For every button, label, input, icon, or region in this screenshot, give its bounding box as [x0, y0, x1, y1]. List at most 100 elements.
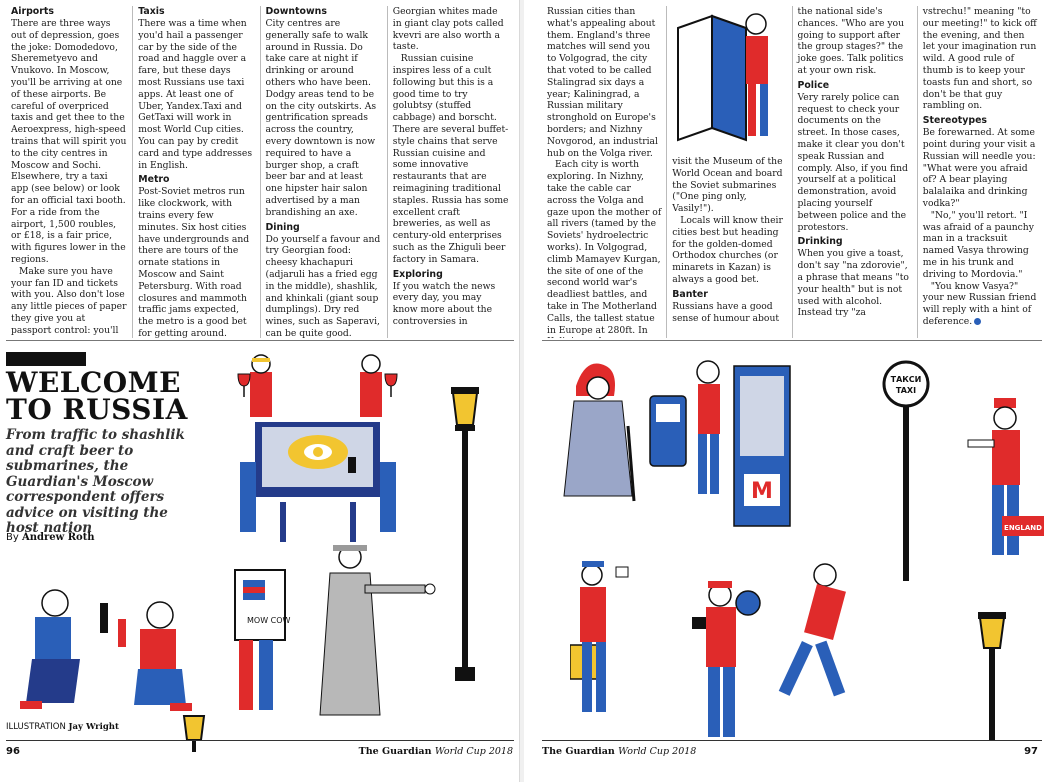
section-heading: Metro: [138, 174, 254, 186]
text-run: Banter: [672, 288, 708, 300]
tourists-illustration: [570, 561, 846, 737]
section-heading: Exploring: [393, 269, 509, 281]
body-paragraph: Russian cities than what's appealing abo…: [547, 6, 661, 159]
text-run: Russian cuisine inspires less of a cult …: [392, 53, 509, 265]
footer-rule: [6, 740, 514, 741]
reader-and-officer-illustration: MOW COW: [234, 545, 436, 716]
text-run: When you give a toast, don't say "na zdo…: [797, 248, 909, 319]
metro-logo: M: [751, 479, 773, 504]
text-run: visit the Museum of the World Ocean and …: [672, 156, 783, 215]
headline: WELCOME TO RUSSIA: [6, 366, 188, 426]
section-divider: [6, 340, 514, 341]
text-run: Post-Soviet metros run like clockwork, w…: [138, 186, 250, 338]
body-paragraph: If you watch the news every day, you may…: [393, 281, 509, 328]
text-column: Russian cities than what's appealing abo…: [542, 6, 668, 338]
section-heading: Banter: [672, 289, 786, 301]
diners-illustration: [237, 354, 398, 542]
taxi-sign-and-hitchhiker: ТАКСИ TAXI ENGLAND: [882, 360, 1044, 581]
grandmother-illustration: [563, 363, 636, 502]
england-flag-text: ENGLAND: [1004, 524, 1042, 532]
masthead-title: The Guardian: [542, 746, 615, 757]
body-paragraph: Post-Soviet metros run like clockwork, w…: [138, 186, 254, 338]
section-heading: Stereotypes: [923, 115, 1037, 127]
lamp-post: [451, 387, 479, 681]
byline: By Andrew Roth: [6, 532, 95, 543]
text-run: Dining: [265, 221, 300, 233]
byline-author: Andrew Roth: [21, 532, 95, 543]
section-heading: Airports: [11, 6, 127, 18]
byline-prefix: By: [6, 532, 19, 543]
page-number: 96: [6, 746, 20, 757]
text-run: There are three ways out of depression, …: [11, 18, 127, 265]
text-run: If you watch the news every day, you may…: [392, 280, 496, 327]
footer-rule: [542, 740, 1042, 741]
headline-line: WELCOME: [6, 366, 181, 399]
text-column: vstrechu!" meaning "to our meeting!" to …: [918, 6, 1042, 338]
section-divider: [542, 340, 1042, 341]
text-run: Police: [797, 79, 830, 91]
body-paragraph: When you give a toast, don't say "na zdo…: [798, 248, 912, 319]
metro-booth-illustration: M: [649, 360, 791, 527]
text-run: Taxis: [138, 6, 165, 17]
masthead-title: The Guardian: [358, 746, 432, 757]
text-run: Drinking: [797, 236, 843, 248]
body-paragraph: Very rarely police can request to check …: [798, 92, 912, 234]
text-run: Do yourself a favour and try Georgian fo…: [265, 233, 381, 338]
lamp-post-small: [182, 715, 206, 752]
body-paragraph: Do yourself a favour and try Georgian fo…: [266, 234, 382, 338]
text-run: "You know Vasya?" your new Russian frien…: [922, 280, 1037, 327]
map-text: MOW COW: [247, 616, 291, 625]
body-paragraph: Each city is worth exploring. In Nizhny,…: [547, 159, 661, 338]
text-run: the national side's chances. "Who are yo…: [797, 6, 905, 76]
text-run: Downtowns: [265, 6, 327, 17]
body-paragraph: Russian cuisine inspires less of a cult …: [393, 53, 509, 265]
body-paragraph: "No," you'll retort. "I was afraid of a …: [923, 210, 1037, 281]
text-run: vstrechu!" meaning "to our meeting!" to …: [922, 6, 1037, 112]
text-column: visit the Museum of the World Ocean and …: [667, 6, 793, 338]
section-heading: Dining: [266, 222, 382, 234]
masthead-edition: World Cup 2018: [434, 746, 513, 757]
section-heading: Drinking: [798, 236, 912, 248]
body-paragraph: There was a time when you'd hail a passe…: [138, 18, 254, 171]
section-heading: Taxis: [138, 6, 254, 18]
headline-line: TO RUSSIA: [6, 393, 188, 426]
section-heading: Police: [798, 80, 912, 92]
lamp-post-right: [978, 612, 1006, 740]
body-paragraph: There are three ways out of depression, …: [11, 18, 127, 266]
section-tag-bar: [6, 352, 86, 366]
body-paragraph: visit the Museum of the World Ocean and …: [672, 156, 786, 215]
body-paragraph: Make sure you have your fan ID and ticke…: [11, 266, 127, 338]
text-run: Georgian whites made in giant clay pots …: [392, 6, 504, 53]
right-text-columns: Russian cities than what's appealing abo…: [542, 6, 1042, 338]
text-run: Russians have a good sense of humour abo…: [672, 300, 780, 324]
text-run: Stereotypes: [922, 115, 988, 127]
credit-name: Jay Wright: [68, 722, 119, 732]
text-run: Make sure you have your fan ID and ticke…: [11, 265, 127, 338]
body-paragraph: the national side's chances. "Who are yo…: [798, 6, 912, 77]
masthead: The Guardian World Cup 2018: [542, 746, 696, 757]
text-column: Georgian whites made in giant clay pots …: [388, 6, 514, 338]
text-run: Airports: [11, 6, 54, 17]
taxi-sign-line2: TAXI: [896, 386, 916, 395]
masthead: The Guardian World Cup 2018: [359, 746, 513, 757]
illustration-credit: ILLUSTRATION Jay Wright: [6, 722, 119, 732]
standfirst: From traffic to shashlik and craft beer …: [6, 427, 185, 536]
text-run: There was a time when you'd hail a passe…: [138, 18, 253, 171]
body-paragraph: Georgian whites made in giant clay pots …: [393, 6, 509, 53]
text-run: Locals will know their cities best but h…: [672, 214, 783, 285]
page-number: 97: [1024, 746, 1038, 757]
right-page: Russian cities than what's appealing abo…: [524, 0, 1046, 782]
text-run: City centres are generally safe to walk …: [265, 18, 377, 218]
text-run: Exploring: [392, 268, 443, 280]
body-paragraph: City centres are generally safe to walk …: [266, 18, 382, 219]
text-column: the national side's chances. "Who are yo…: [793, 6, 918, 338]
text-run: "No," you'll retort. "I was afraid of a …: [922, 209, 1034, 280]
text-run: Each city is worth exploring. In Nizhny,…: [547, 159, 662, 338]
credit-label: ILLUSTRATION: [6, 722, 66, 732]
fans-toast-illustration: [20, 589, 192, 711]
